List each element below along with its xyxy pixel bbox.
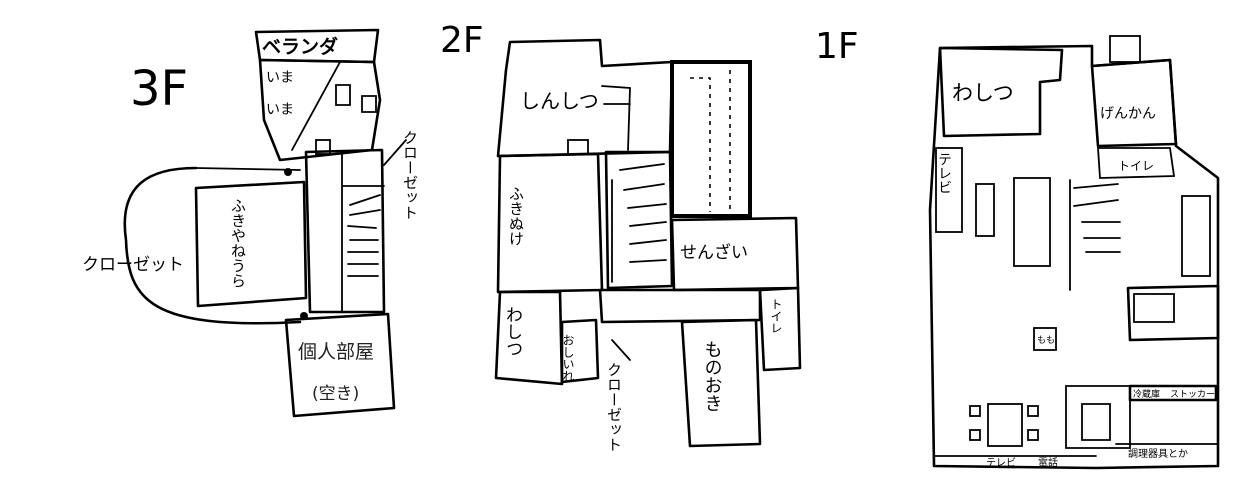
floor-2f: 2F しんしつ ふきぬけ せんざい わしつ おしいれ クローゼット ものおき (440, 20, 802, 452)
dining-table (987, 403, 1023, 447)
room-b-label: いま (266, 102, 294, 118)
genkan-outline (1090, 58, 1178, 148)
stairs-1f (1069, 179, 1121, 291)
closet-left-pointer (383, 139, 407, 166)
toilet-2f-outline (758, 286, 802, 372)
tv-left-label: テレビ (936, 152, 952, 194)
genkan-label: げんかん (1100, 106, 1156, 122)
washbasin (1133, 293, 1175, 323)
floor-1f: 1F わしつ げんかん トイレ テレビ もも 冷蔵庫 ストッカー (815, 26, 1220, 470)
chair-bl (969, 429, 981, 441)
oshiire-label: おしいれ (561, 334, 575, 382)
oshiire-outline (560, 318, 600, 384)
corridor-2f (598, 288, 762, 324)
closet-left-label: クローゼット (82, 255, 184, 275)
washroom-outline (1126, 284, 1220, 342)
phone-label: 電話 (1038, 456, 1058, 469)
toilet-2f-label: トイレ (769, 298, 783, 334)
chair-tl (969, 405, 981, 417)
shinshitsu-closet (601, 85, 631, 151)
closet-2f-label: クローゼット (605, 362, 623, 452)
stair-corridor-outline (304, 148, 386, 314)
monooki-label: ものおき (702, 340, 723, 412)
shinshitsu-label: しんしつ (520, 89, 599, 113)
monooki-outline (680, 318, 762, 448)
washitsu-1f-label: わしつ (952, 81, 1014, 105)
toilet-1f-outline (1097, 147, 1176, 179)
washitsu-1f-outline (938, 46, 1064, 138)
washitsu-2f-outline (494, 290, 564, 386)
floor-3f-label: 3F (130, 61, 188, 117)
closet-2f-pointer (611, 339, 631, 361)
shinshitsu-door (567, 139, 589, 155)
floor-2f-label: 2F (440, 20, 484, 61)
private-room-outline (284, 312, 396, 418)
fukiyaneura-outline (194, 180, 308, 308)
fridge-label: 冷蔵庫 (1133, 388, 1160, 400)
tv-left-box (935, 147, 963, 233)
fukiyaneura-label: ふきやねうら (229, 198, 247, 288)
side-table (975, 183, 995, 237)
chair-br (1027, 429, 1039, 441)
stocker-label: ストッカー (1170, 389, 1215, 400)
stair-corridor-inner (341, 151, 385, 313)
balcony-rail (195, 167, 301, 171)
momo-box (1033, 327, 1057, 351)
upper-rooms-divider (291, 61, 377, 151)
house-1f-outline (928, 44, 1220, 470)
closet-right-label: クローゼット (401, 130, 419, 220)
utensils-label: 調理器具とか (1128, 447, 1188, 460)
kitchen-counter (1065, 385, 1131, 449)
floor-1f-label: 1F (815, 26, 859, 67)
sennsaijo-label: せんざい (680, 242, 748, 263)
post-marker-top (284, 168, 292, 176)
upper-rooms-door (315, 139, 331, 155)
stairwell-bold (670, 60, 752, 218)
genkan-door (1109, 35, 1141, 63)
stairwell-dashes (690, 70, 731, 214)
tv-bottom-label: テレビ (986, 457, 1016, 469)
chair-tr (1027, 405, 1039, 417)
stairs (347, 194, 381, 277)
bottom-counter-strip (933, 443, 1219, 457)
bathtub (1181, 195, 1211, 277)
veranda-label: ベランダ (262, 35, 338, 58)
momo-label: もも (1037, 335, 1055, 346)
stair-hall-steps (611, 163, 667, 283)
fukinuke-label: ふきぬけ (507, 186, 525, 246)
private-room-label: 個人部屋 (298, 341, 374, 363)
sofa (1013, 177, 1051, 267)
private-room-note: (空き) (312, 384, 359, 404)
room-a-label: いま (266, 70, 294, 86)
stair-hall-outline (604, 150, 674, 290)
floor-3f: 3F ベランダ いま いま ふきやねうら クローゼット クローゼット 個人部屋 … (82, 28, 419, 418)
washitsu-2f-label: わしつ (502, 306, 522, 357)
balcony-curve (123, 166, 302, 325)
toilet-1f-label: トイレ (1118, 159, 1154, 173)
